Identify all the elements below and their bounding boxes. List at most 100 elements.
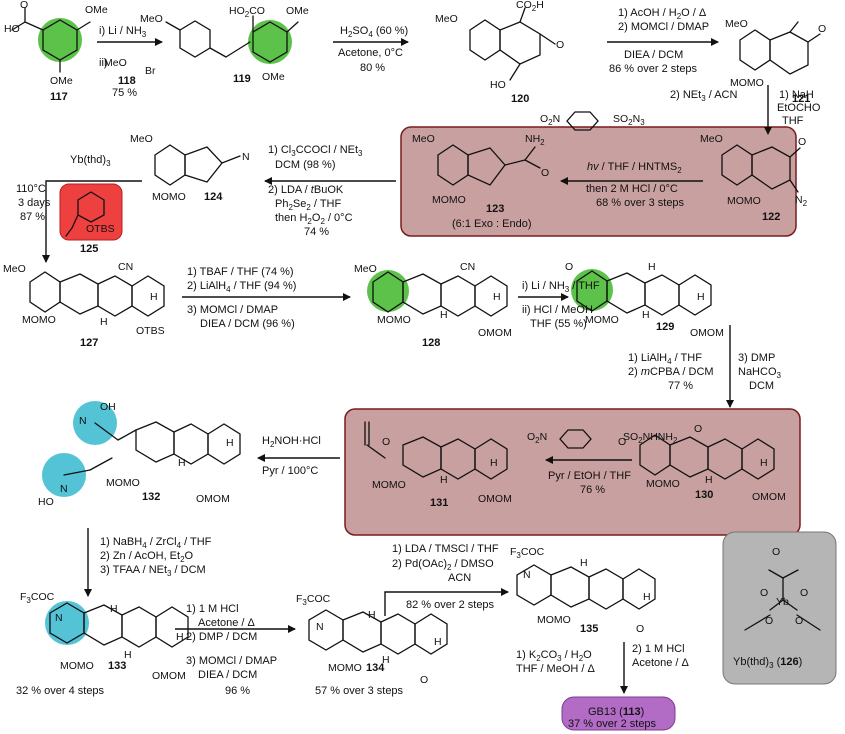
atom-meo-118: MeO <box>104 57 127 69</box>
cond-s6e-text: then H <box>275 212 307 224</box>
atom-ome-117-bottom: OMe <box>50 75 73 87</box>
cond-s5a-text: / THF / HNTMS <box>599 161 678 173</box>
reagent-so2nhnh2-nhnh: NHNH <box>643 431 673 443</box>
compound-131: 131 <box>430 497 448 509</box>
structure-127 <box>29 271 165 317</box>
final-product-label: GB13 (113) <box>588 706 644 718</box>
compound-123-ratio: (6:1 Exo : Endo) <box>452 218 532 230</box>
atom-momo-122: MOMO <box>727 195 761 207</box>
atom-ome-117-top: OMe <box>85 4 108 16</box>
atom-cn-127: CN <box>118 261 133 273</box>
cond-s2y: 80 % <box>360 62 385 74</box>
atom-cn-128: CN <box>460 261 475 273</box>
atom-br-118: Br <box>145 65 156 77</box>
structure-134 <box>308 609 448 655</box>
atom-coc-133: COC <box>31 591 55 603</box>
atom-sub-123: 2 <box>540 138 545 147</box>
compound-122: 122 <box>762 211 780 223</box>
cond-s13a-sub4: 4 <box>142 541 147 550</box>
atom-yb-126: Yb <box>776 596 789 608</box>
reagent-so2nhnh2-sub2: 2 <box>638 436 643 445</box>
cond-s14e: DIEA / DCM <box>198 669 257 681</box>
highlight-ring-117 <box>38 18 82 62</box>
atom-meo-119: MeO <box>140 13 163 25</box>
atom-c-119: CO <box>249 5 265 17</box>
cond-s14b: Acetone / Δ <box>198 617 256 629</box>
cond-s1a-text: i) Li / NH <box>99 25 142 37</box>
cond-s4d-sub: 3 <box>701 94 706 103</box>
compound-117: 117 <box>50 91 68 103</box>
atom-omom-128: OMOM <box>478 327 512 339</box>
cond-s6e-sub2b: 2 <box>320 217 325 226</box>
structure-128 <box>372 271 508 317</box>
cond-s4c: THF <box>782 115 804 127</box>
atom-h-131-bottom: H <box>440 474 448 486</box>
cond-s12b: Pyr / 100°C <box>262 465 318 477</box>
compound-130: 130 <box>695 489 713 501</box>
atom-h-128-bottom: H <box>440 309 448 321</box>
structure-125 <box>65 191 105 237</box>
final-product-name: GB13 ( <box>588 706 623 718</box>
cond-s16a-co: CO <box>541 649 558 661</box>
cond-s16a-sub2b: 2 <box>579 654 584 663</box>
cond-s15b: 2) Pd(OAc)2 / DMSO <box>392 558 494 572</box>
atom-h-128-right: H <box>493 291 501 303</box>
cond-s10a-sub: 4 <box>667 357 672 366</box>
atom-h-133-right: H <box>176 631 184 643</box>
atom-o-121: O <box>818 23 826 35</box>
compound-126-close: ) <box>799 656 803 668</box>
atom-ome-119-bottom: OMe <box>262 71 285 83</box>
atom-h-134-bottom: H <box>382 654 390 666</box>
cond-s6c-rest: BuOK <box>314 184 344 196</box>
atom-sub-119: 2 <box>245 10 250 19</box>
cond-s10a-text: 1) LiAlH <box>628 352 667 364</box>
cond-s12a: H2NOH·HCl <box>262 435 321 449</box>
cond-s3b: 2) MOMCl / DMAP <box>618 21 709 33</box>
atom-nh2-123: NH2 <box>525 133 545 147</box>
cond-s9a-sub: 3 <box>565 285 570 294</box>
reagent-so2n3-sub2: 2 <box>628 118 633 127</box>
cond-s6d-sub2b: 2 <box>306 203 311 212</box>
cond-s15b-rest: / DMSO <box>451 558 494 570</box>
compound-numbers: 117 118 119 120 121 122 123 (6:1 Exo : E… <box>50 73 810 730</box>
atom-momo-124: MOMO <box>152 191 186 203</box>
atom-ome-119-top: OMe <box>286 5 309 17</box>
compound-132: 132 <box>142 491 160 503</box>
atom-h-129-bottom: H <box>642 309 650 321</box>
reagent-nitro-2: O2N <box>527 431 547 445</box>
cond-s2d: Acetone, 0°C <box>338 47 403 59</box>
cond-s6c-t: t <box>311 184 315 196</box>
cond-s6d-se: Se <box>293 198 306 210</box>
atom-sub-120: 2 <box>532 4 537 13</box>
cond-s12a-h: H <box>262 435 270 447</box>
cond-s1b: ii) <box>99 57 108 69</box>
atom-h-129-right: H <box>697 291 705 303</box>
cond-s6d-sub2: 2 <box>288 203 293 212</box>
atom-f3coc-135: F3COC <box>510 546 545 560</box>
cond-s10a: 1) LiAlH4 / THF <box>628 352 702 366</box>
cond-s6a: 1) Cl3CCOCl / NEt3 <box>268 144 363 158</box>
atom-h-130-bottom: H <box>705 474 713 486</box>
structure-122 <box>721 144 801 193</box>
cond-s14d: 3) MOMCl / DMAP <box>186 655 277 667</box>
atom-n-133: N <box>55 612 63 624</box>
cond-s6c: 2) LDA / tBuOK <box>268 184 344 196</box>
atom-o-126-right: O <box>800 587 808 599</box>
cond-s13a-rest: / THF <box>181 536 212 548</box>
compound-123: 123 <box>486 203 504 215</box>
cond-s6e: then H2O2 / 0°C <box>275 212 353 226</box>
atom-omom-131: OMOM <box>478 493 512 505</box>
cond-s10c: 3) DMP <box>738 352 775 364</box>
atom-sub-135: 3 <box>516 551 521 560</box>
cond-s10b-text: 2) <box>628 366 641 378</box>
atom-n-132-bottom: N <box>60 483 68 495</box>
cond-s8b-text: 2) LiAlH <box>187 280 226 292</box>
cond-s3a-rest: O / Δ <box>681 7 707 19</box>
compound-128: 128 <box>422 337 440 349</box>
cond-s6b: DCM (98 %) <box>275 159 336 171</box>
atom-meo-120: MeO <box>435 13 458 25</box>
cond-s14a: 1) 1 M HCl <box>186 603 239 615</box>
cond-s13b-sub: 2 <box>180 555 185 564</box>
cond-s5b: then 2 M HCl / 0°C <box>586 183 678 195</box>
atom-o-117: O <box>20 0 28 11</box>
